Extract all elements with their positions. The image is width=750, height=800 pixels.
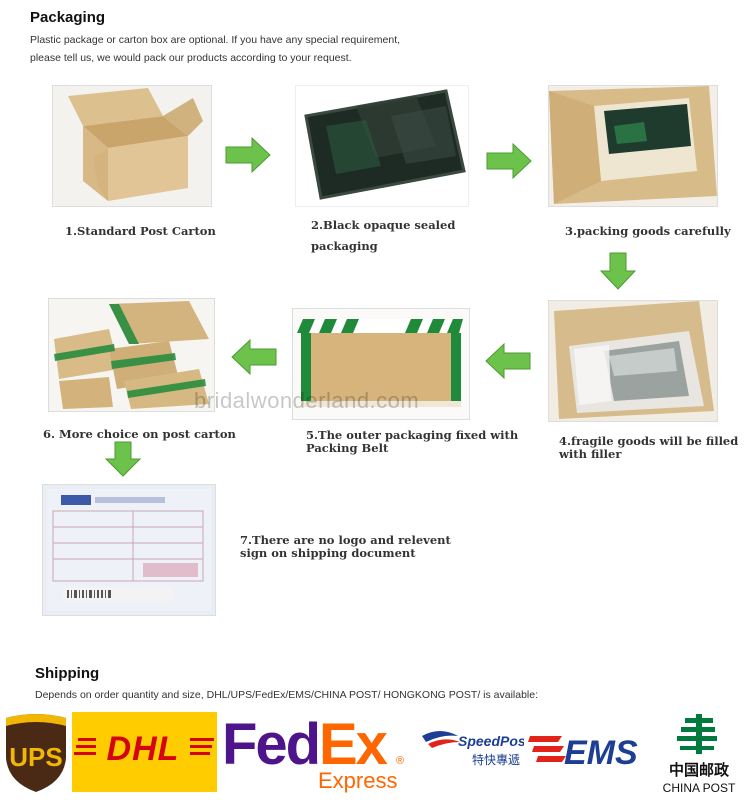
step6-caption: 6. More choice on post carton: [43, 427, 236, 441]
china-post-emblem-icon: [677, 714, 717, 754]
post-carton-choices-photo: [48, 298, 215, 412]
watermark-text: bridalwonderland.com: [194, 388, 420, 413]
step7-caption: 7.There are no logo and relevent sign on…: [240, 532, 451, 562]
arrow-left-icon: [231, 338, 277, 376]
step7-caption-line1: 7.There are no logo and relevent: [240, 533, 451, 547]
dhl-logo-text: DHL: [107, 730, 180, 768]
standard-carton-photo: [52, 85, 212, 207]
fedex-express-text: Express: [318, 768, 397, 793]
china-post-logo: 中国邮政 CHINA POST: [652, 712, 746, 796]
ups-logo-text: UPS: [9, 742, 62, 772]
packaging-intro-line2: please tell us, we would pack our produc…: [30, 52, 352, 64]
step2-caption-line2: packaging: [311, 239, 378, 253]
arrow-down-icon: [104, 441, 142, 477]
step4-caption-line1: 4.fragile goods will be filled: [559, 434, 739, 448]
arrow-left-icon: [485, 342, 531, 380]
china-post-cn-text: 中国邮政: [669, 761, 730, 779]
shipping-document-photo: [42, 484, 216, 616]
speedpost-cn-text: 特快專遞: [472, 752, 520, 767]
arrow-right-icon: [486, 142, 532, 180]
shipping-title: Shipping: [35, 665, 100, 682]
step7-caption-line2: sign on shipping document: [240, 546, 416, 560]
ems-text: EMS: [564, 734, 638, 772]
step3-caption: 3.packing goods carefully: [565, 224, 731, 238]
fedex-registered-mark: ®: [396, 755, 404, 767]
step5-caption: 5.The outer packaging fixed with Packing…: [306, 427, 518, 457]
packaging-intro: Plastic package or carton box are option…: [30, 31, 400, 67]
step1-caption: 1.Standard Post Carton: [65, 224, 216, 238]
ems-logo: EMS: [528, 724, 650, 774]
shipping-description: Depends on order quantity and size, DHL/…: [35, 689, 539, 701]
outer-packaging-belt-photo: [292, 308, 470, 420]
packaging-title: Packaging: [30, 9, 106, 26]
speedpost-logo: SpeedPost 特快專遞: [420, 722, 524, 772]
fragile-goods-filler-photo: [548, 300, 718, 422]
arrow-down-icon: [599, 252, 637, 290]
step2-caption-line1: 2.Black opaque sealed: [311, 218, 456, 232]
step4-caption: 4.fragile goods will be filled with fill…: [559, 433, 738, 463]
black-sealed-packaging-photo: [295, 85, 469, 207]
step2-caption: 2.Black opaque sealed packaging: [311, 217, 455, 255]
ups-logo: UPS: [2, 712, 70, 794]
fedex-logo: Fed Ex ® Express: [220, 708, 415, 794]
speedpost-text: SpeedPost: [458, 733, 524, 749]
china-post-en-text: CHINA POST: [663, 781, 736, 795]
fedex-ex-text: Ex: [319, 712, 388, 777]
step5-caption-line2: Packing Belt: [306, 441, 389, 455]
fedex-fed-text: Fed: [222, 712, 319, 777]
packing-goods-photo: [548, 85, 718, 207]
step4-caption-line2: with filler: [559, 447, 622, 461]
dhl-logo: DHL: [72, 712, 217, 792]
arrow-right-icon: [225, 136, 271, 174]
step5-caption-line1: 5.The outer packaging fixed with: [306, 428, 519, 442]
packaging-intro-line1: Plastic package or carton box are option…: [30, 34, 401, 46]
